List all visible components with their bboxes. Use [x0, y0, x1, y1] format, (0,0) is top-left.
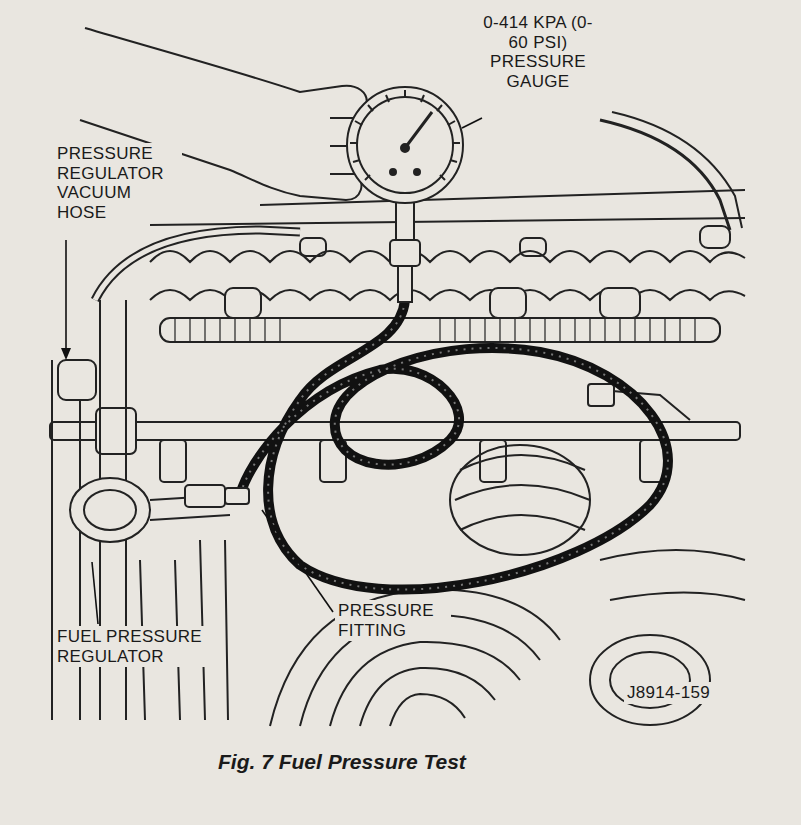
- intake-bellows: [330, 642, 520, 726]
- fuel-pressure-regulator: [84, 490, 136, 530]
- pressure-gauge: [398, 266, 412, 302]
- intake-bellows: [590, 635, 710, 725]
- pressure-gauge: [401, 144, 409, 152]
- leader-line: [262, 510, 333, 612]
- intake-bellows: [360, 668, 495, 726]
- pressure-fitting: [185, 485, 249, 507]
- gauge-hose: [240, 300, 668, 590]
- intake-bellows: [270, 590, 560, 726]
- wire-loom: [225, 288, 261, 318]
- illustration-ground: [42, 0, 747, 726]
- wire-loom: [490, 288, 526, 318]
- wire-loom: [600, 288, 640, 318]
- fuel-pressure-regulator: [52, 230, 300, 720]
- gauge-hose-speckle: [240, 300, 668, 590]
- wire-loom: [160, 318, 720, 342]
- leader-line: [92, 562, 98, 624]
- fuel-pressure-regulator: [70, 478, 150, 542]
- pressure-gauge: [396, 200, 414, 240]
- valve-cover: [600, 120, 730, 230]
- callout-label: 0-414 KPA (0-60 PSI) PRESSURE GAUGE: [480, 12, 596, 92]
- leader-arrowhead: [61, 348, 71, 360]
- intake-bellows: [600, 550, 745, 600]
- pressure-gauge: [414, 169, 420, 175]
- pressure-gauge: [350, 90, 460, 180]
- callout-label: FUEL PRESSURE REGULATOR: [54, 626, 220, 667]
- leader-line: [462, 118, 482, 128]
- fuel-rail: [96, 408, 136, 454]
- figure-caption: Fig. 7 Fuel Pressure Test: [218, 750, 466, 774]
- valve-cover: [300, 238, 326, 256]
- pressure-gauge: [347, 87, 463, 203]
- valve-cover: [700, 226, 730, 248]
- callout-label: PRESSURE FITTING: [335, 600, 451, 641]
- fuel-pressure-regulator: [95, 230, 300, 300]
- valve-cover: [150, 218, 745, 225]
- valve-cover: [612, 112, 742, 228]
- intake-bellows: [455, 455, 590, 530]
- fuel-rail: [588, 384, 614, 406]
- pressure-fitting: [225, 488, 249, 504]
- illustration-ground: [42, 0, 747, 726]
- valve-cover: [150, 251, 745, 262]
- leader-arrowhead: [61, 348, 71, 360]
- fuel-pressure-regulator: [58, 360, 96, 400]
- fuel-rail: [160, 440, 186, 482]
- gauge-hose: [240, 300, 668, 590]
- fuel-pressure-regulator: [95, 230, 300, 300]
- pressure-gauge: [390, 169, 396, 175]
- pressure-gauge: [347, 87, 463, 302]
- pressure-gauge: [357, 97, 453, 193]
- figure-number: J8914-159: [624, 682, 713, 704]
- pressure-gauge: [405, 112, 432, 148]
- callout-label: PRESSURE REGULATOR VACUUM HOSE: [54, 143, 182, 223]
- pressure-fitting: [185, 485, 225, 507]
- wire-loom: [175, 318, 695, 342]
- intake-bellows: [450, 445, 590, 555]
- wire-loom: [160, 288, 720, 342]
- intake-bellows: [390, 694, 465, 726]
- pressure-gauge: [390, 240, 420, 266]
- leader-line: [65, 240, 67, 356]
- valve-cover: [520, 238, 546, 256]
- fuel-rail: [50, 422, 740, 440]
- gauge-hose-speckle: [240, 300, 668, 590]
